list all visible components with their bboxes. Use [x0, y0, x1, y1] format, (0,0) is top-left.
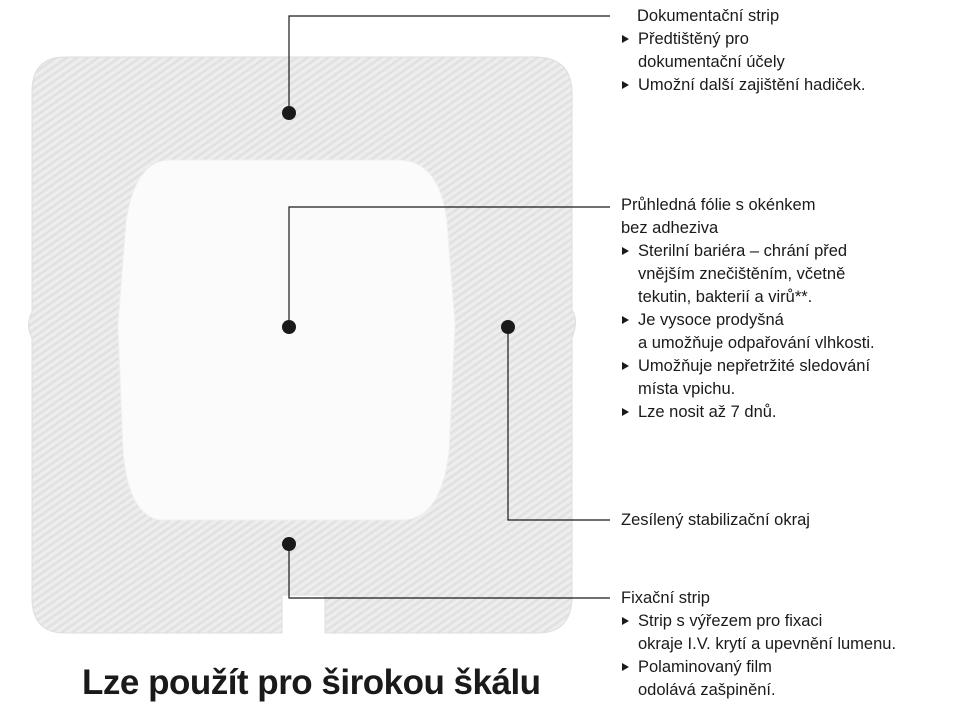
bullet-text: Umožňuje nepřetržité sledování	[638, 357, 871, 375]
label-title-line: bez adheziva	[621, 219, 719, 237]
bullet-text: tekutin, bakterií a virů**.	[638, 288, 813, 306]
bullet-item: Je vysoce prodyšná a umožňuje odpařování…	[621, 309, 875, 355]
bullet-text: Umožní další zajištění hadiček.	[638, 76, 866, 94]
label-title: Průhledná fólie s okénkem bez adheziva	[621, 194, 875, 240]
section-heading: Lze použít pro širokou škálu	[82, 663, 541, 702]
bullet-text: Polaminovaný film	[638, 658, 772, 676]
bullet-text: okraje I.V. krytí a upevnění lumenu.	[638, 635, 897, 653]
bullet-text: a umožňuje odpařování vlhkosti.	[638, 334, 875, 352]
leader-line-folie	[288, 206, 610, 327]
label-pruhledna-folie: Průhledná fólie s okénkem bez adheziva S…	[621, 194, 875, 424]
label-title-line: Průhledná fólie s okénkem	[621, 196, 816, 214]
bullet-text: Lze nosit až 7 dnů.	[638, 403, 777, 421]
leader-line-okraj	[507, 327, 610, 521]
bullet-item: Předtištěný pro dokumentační účely	[621, 28, 865, 74]
bullet-item: Sterilní bariéra – chrání před vnějším z…	[621, 240, 875, 309]
bullet-text: Sterilní bariéra – chrání před	[638, 242, 848, 260]
bullet-text: Předtištěný pro	[638, 30, 749, 48]
label-fixacni-strip: Fixační strip Strip s výřezem pro fixaci…	[621, 587, 896, 702]
label-title: Dokumentační strip	[637, 7, 780, 25]
leader-line-dokumentacni	[288, 15, 610, 113]
marker-dot-okraj	[501, 320, 515, 334]
bullet-item: Umožňuje nepřetržité sledování místa vpi…	[621, 355, 875, 401]
bullet-list: Sterilní bariéra – chrání před vnějším z…	[621, 240, 875, 424]
bullet-text: místa vpichu.	[638, 380, 736, 398]
leader-line-fixacni	[288, 544, 610, 599]
bullet-item: Polaminovaný film odolává zašpinění.	[621, 656, 896, 702]
bullet-list: Strip s výřezem pro fixaci okraje I.V. k…	[621, 610, 896, 702]
label-zesileny-okraj: Zesílený stabilizační okraj	[621, 509, 810, 532]
label-dokumentacni-strip: Dokumentační strip Předtištěný pro dokum…	[622, 5, 865, 97]
bullet-list: Předtištěný pro dokumentační účely Umožn…	[621, 28, 865, 97]
label-title: Fixační strip	[621, 589, 710, 607]
marker-dot-fixacni	[282, 537, 296, 551]
bullet-item: Lze nosit až 7 dnů.	[621, 401, 875, 424]
bullet-text: odolává zašpinění.	[638, 681, 776, 699]
bullet-text: Strip s výřezem pro fixaci	[638, 612, 823, 630]
label-title: Zesílený stabilizační okraj	[621, 511, 810, 529]
transparent-window	[117, 159, 456, 521]
bullet-item: Strip s výřezem pro fixaci okraje I.V. k…	[621, 610, 896, 656]
marker-dot-dokumentacni	[282, 106, 296, 120]
bullet-text: vnějším znečištěním, včetně	[638, 265, 846, 283]
marker-dot-folie	[282, 320, 296, 334]
bullet-item: Umožní další zajištění hadiček.	[621, 74, 865, 97]
bullet-text: Je vysoce prodyšná	[638, 311, 784, 329]
bullet-text: dokumentační účely	[638, 53, 785, 71]
